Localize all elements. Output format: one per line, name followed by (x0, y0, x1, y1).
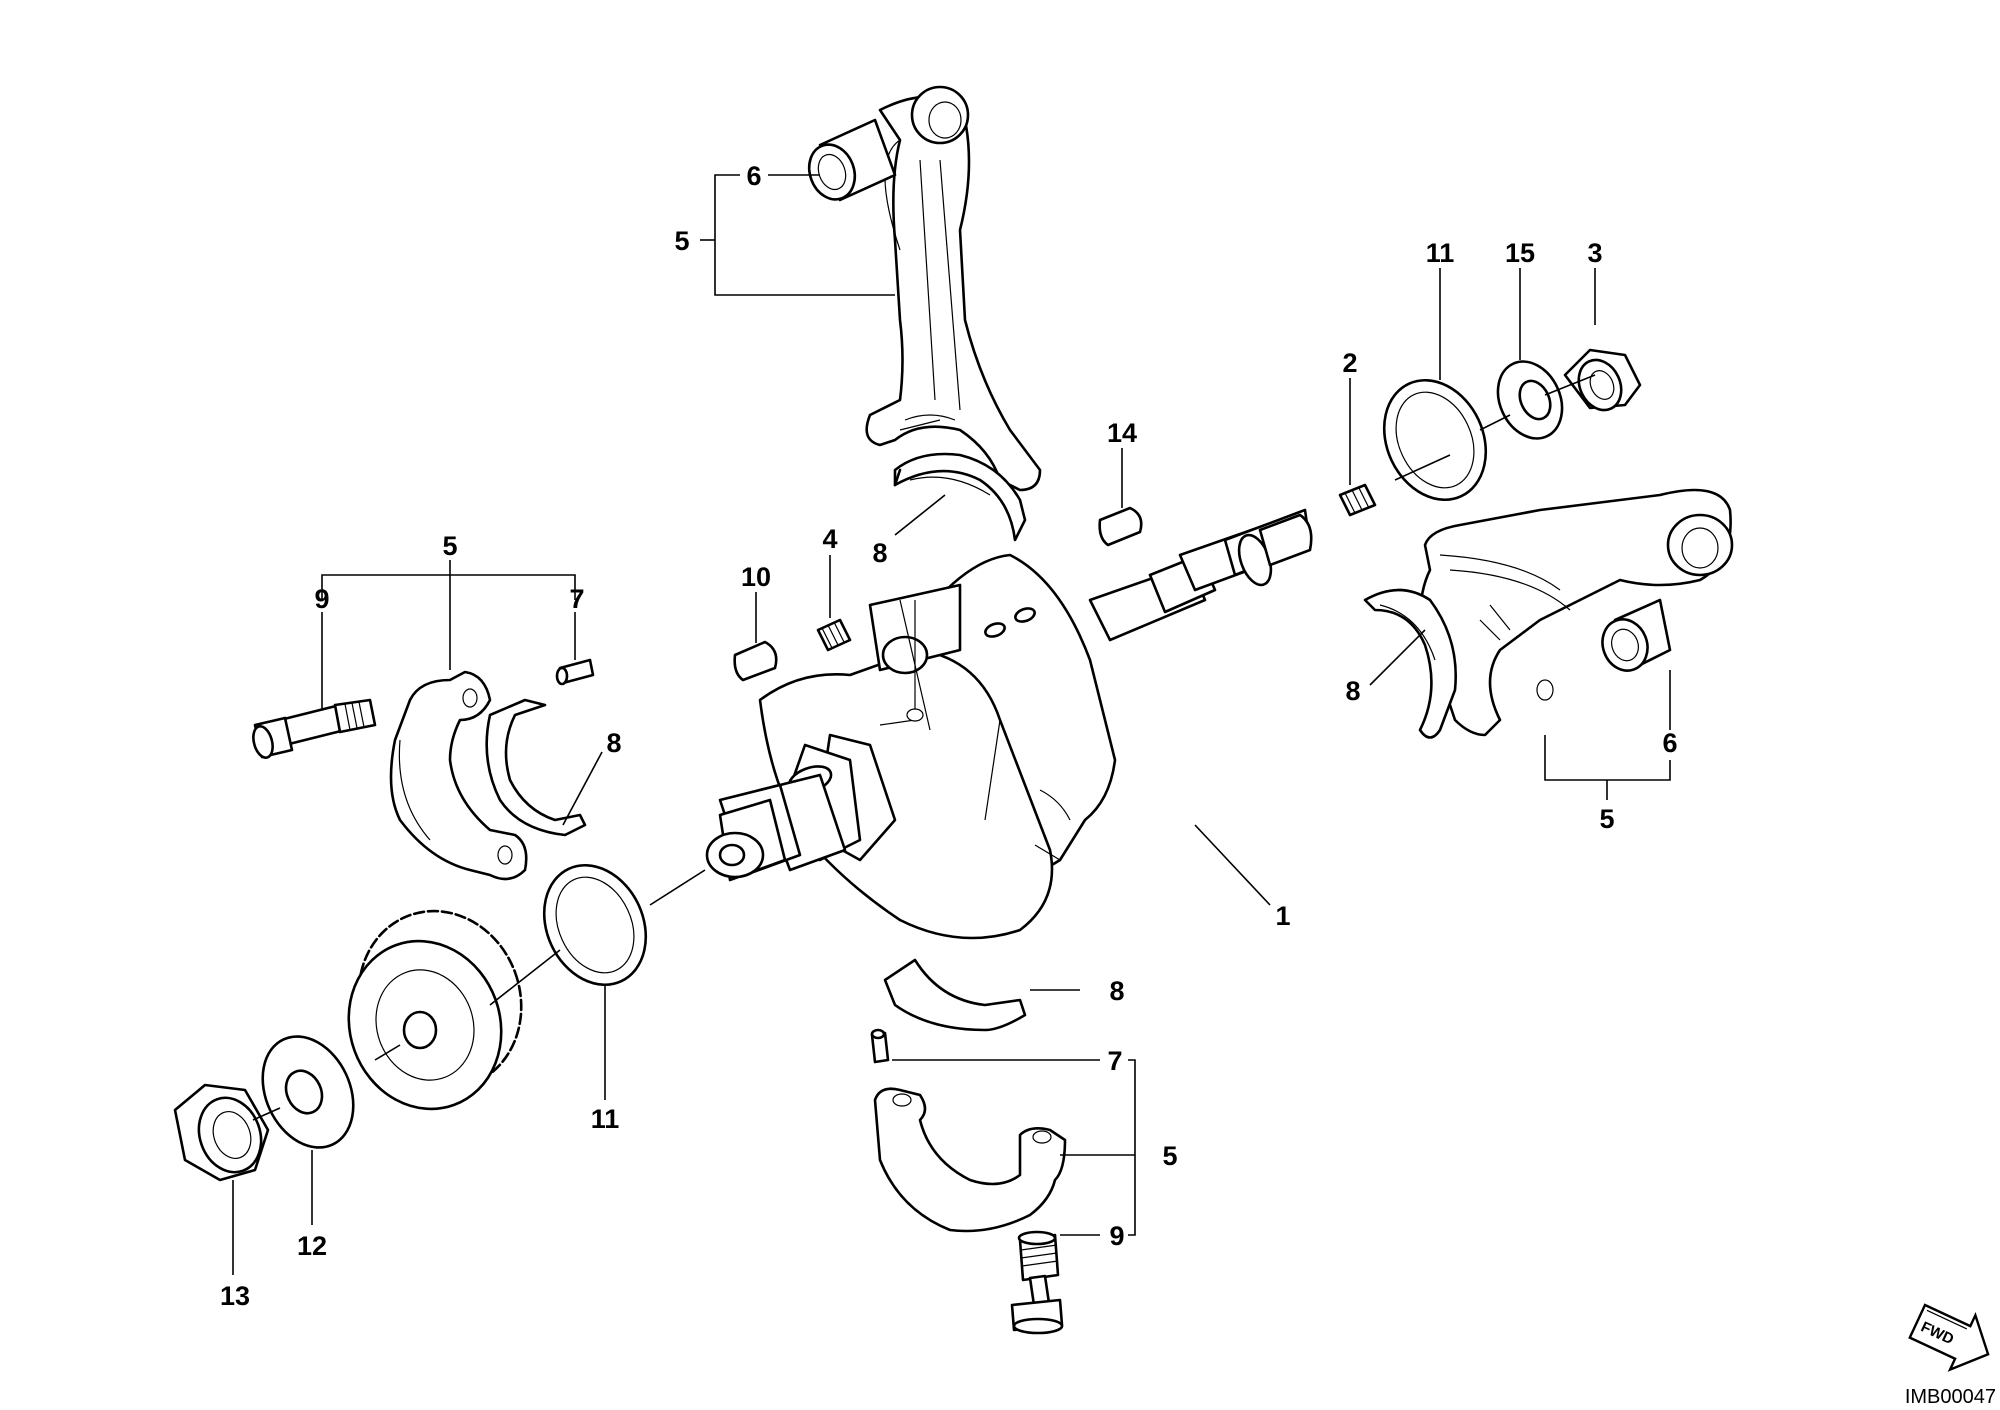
fwd-arrow-badge: FWD (1908, 1303, 1990, 1372)
bearing-shell-top (893, 452, 1027, 542)
label-11-left: 11 (591, 1104, 620, 1134)
assembly-lines (252, 374, 1596, 1121)
cap-bolt-left (252, 698, 377, 759)
crankshaft (705, 508, 1313, 940)
label-15: 15 (1505, 238, 1535, 268)
label-1: 1 (1275, 901, 1290, 931)
label-5-top: 5 (674, 226, 689, 256)
label-2: 2 (1342, 348, 1357, 378)
bearing-shell-left (485, 698, 587, 837)
part-labels: 6 5 8 14 10 4 2 11 15 3 8 6 5 1 5 9 7 8 … (220, 161, 1678, 1311)
connecting-rod-top (807, 85, 1042, 492)
label-9-bottom: 9 (1109, 1221, 1124, 1251)
bearing-shell-bottom (883, 958, 1027, 1032)
cap-bolt-bottom (1010, 1230, 1064, 1335)
leader-lines (232, 174, 1671, 1275)
label-12: 12 (297, 1231, 327, 1261)
label-8-right: 8 (1345, 676, 1360, 706)
nut-13 (173, 1083, 270, 1182)
rod-cap-left (389, 670, 528, 881)
label-6-top: 6 (746, 161, 761, 191)
label-9-left: 9 (314, 584, 329, 614)
label-8-top: 8 (872, 538, 887, 568)
grub-screw-4 (816, 618, 852, 652)
dowel-pin-bottom (870, 1028, 890, 1064)
washer-15 (1496, 360, 1564, 440)
label-8-bottom: 8 (1109, 976, 1124, 1006)
label-6-right: 6 (1662, 728, 1677, 758)
thrust-washer-left (542, 863, 648, 987)
label-8-left: 8 (606, 728, 621, 758)
drawing-code: IMB00047 (1905, 1386, 1996, 1408)
timing-gear (347, 909, 523, 1111)
nut-3 (1563, 348, 1642, 412)
fwd-arrow-icon (1908, 1303, 1990, 1372)
woodruff-key-14 (1098, 506, 1143, 547)
label-7-left: 7 (569, 584, 584, 614)
connecting-rod-right (1418, 488, 1734, 737)
washer-12 (261, 1035, 355, 1149)
label-5-left: 5 (442, 531, 457, 561)
label-11-right: 11 (1426, 238, 1455, 268)
thrust-washer-right (1382, 378, 1488, 502)
label-14: 14 (1107, 418, 1137, 448)
label-5-right: 5 (1599, 804, 1614, 834)
label-7-bottom: 7 (1107, 1046, 1122, 1076)
label-5-bottom: 5 (1162, 1141, 1177, 1171)
label-4: 4 (822, 524, 837, 554)
grub-screw-2 (1338, 483, 1377, 517)
label-13: 13 (220, 1281, 250, 1311)
label-10: 10 (741, 562, 771, 592)
label-3: 3 (1587, 238, 1602, 268)
woodruff-key-10 (733, 640, 778, 682)
dowel-pin-left (555, 658, 595, 686)
rod-cap-bottom (873, 1087, 1067, 1233)
